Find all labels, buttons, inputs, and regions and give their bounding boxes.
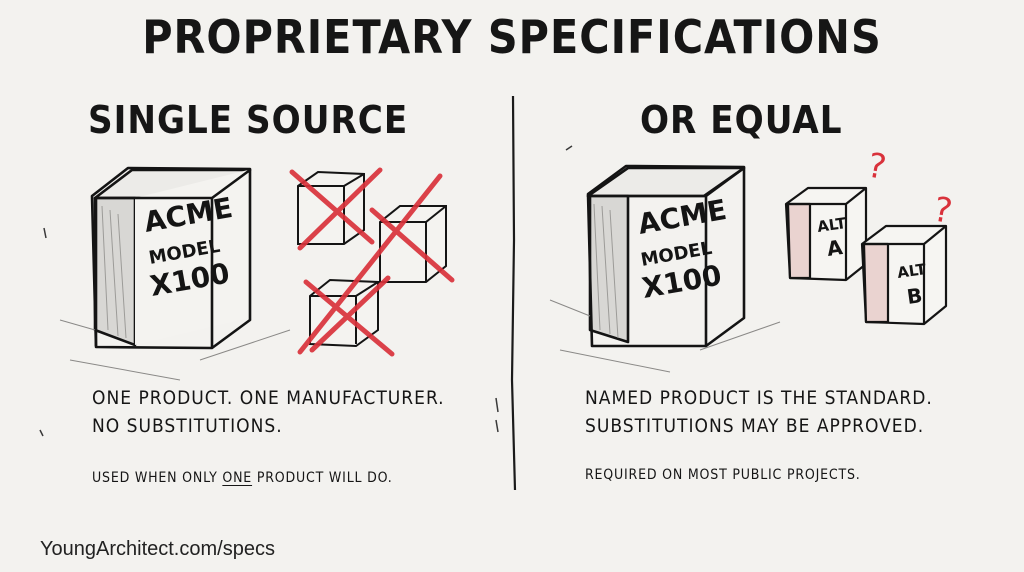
red-cross-marks: [289, 167, 455, 357]
single-source-caption-line1: ONE PRODUCT. ONE MANUFACTURER.: [92, 387, 445, 409]
or-equal-note: REQUIRED ON MOST PUBLIC PROJECTS.: [585, 467, 861, 483]
alt-b-box: [860, 224, 948, 326]
alt-a-label-line1: ALT: [816, 214, 848, 236]
single-source-note: USED WHEN ONLY ONE PRODUCT WILL DO.: [92, 470, 393, 486]
or-equal-caption-line1: NAMED PRODUCT IS THE STANDARD.: [585, 387, 933, 409]
alt-a-box: [784, 186, 868, 282]
acme-box-left: [59, 166, 291, 381]
or-equal-caption-line2: SUBSTITUTIONS MAY BE APPROVED.: [585, 415, 925, 437]
single-source-caption: ONE PRODUCT. ONE MANUFACTURER. NO SUBSTI…: [92, 384, 445, 440]
alt-b-label-line2: B: [905, 283, 923, 309]
single-source-note-emphasis: ONE: [222, 470, 253, 486]
center-divider: [510, 95, 517, 491]
acme-box-right: [549, 164, 781, 373]
alt-a-label-line2: A: [825, 235, 844, 261]
single-source-note-start: USED WHEN ONLY: [92, 470, 223, 486]
single-source-caption-line2: NO SUBSTITUTIONS.: [92, 415, 283, 437]
question-mark-b-icon: ?: [930, 189, 955, 232]
alt-b-label-line1: ALT: [896, 260, 928, 282]
single-source-note-end: PRODUCT WILL DO.: [252, 470, 393, 486]
or-equal-caption: NAMED PRODUCT IS THE STANDARD. SUBSTITUT…: [585, 384, 933, 440]
footer-url: YoungArchitect.com/specs: [40, 538, 275, 560]
single-source-heading: SINGLE SOURCE: [88, 98, 409, 142]
question-mark-a-icon: ?: [864, 145, 889, 188]
or-equal-heading: OR EQUAL: [640, 98, 843, 142]
acme-box-right-line1: ACME: [635, 193, 729, 241]
pencil-doodle-marks: [39, 145, 573, 437]
page-title: PROPRIETARY SPECIFICATIONS: [142, 10, 882, 64]
